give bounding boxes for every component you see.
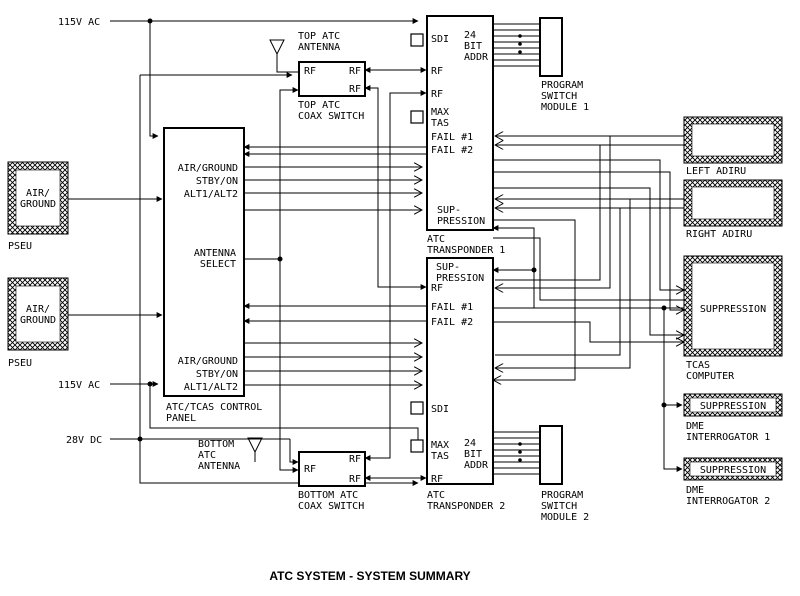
cp-alt-2: ALT1/ALT2 — [184, 382, 238, 393]
cp-air-ground-2: AIR/GROUND — [178, 356, 238, 367]
x2-rf2: RF — [431, 474, 443, 485]
bottom-switch-rf-r1: RF — [349, 454, 361, 465]
adiru-bus-lines — [493, 136, 684, 380]
top-switch-rf-r2: RF — [349, 84, 361, 95]
dme2-suppression: SUPPRESSION — [700, 465, 766, 476]
top-switch-rf-left: RF — [304, 66, 316, 77]
power-115v-ac-1: 115V AC — [58, 17, 419, 139]
pseu-top-label: AIR/GROUND — [20, 188, 56, 210]
x1-sdi: SDI — [431, 34, 449, 45]
pseu-top: AIR/GROUND PSEU — [7, 161, 163, 252]
cp-to-xpdr1-signals — [243, 144, 426, 210]
bottom-switch-rf-left: RF — [304, 464, 316, 475]
left-adiru-name: LEFT ADIRU — [686, 166, 746, 177]
top-switch-rf-r1: RF — [349, 66, 361, 77]
x1-fail2: FAIL #2 — [431, 145, 473, 156]
x2-supp: SUP-PRESSION — [436, 262, 484, 284]
antenna-select-lines — [244, 87, 299, 473]
cp-stby-on-1: STBY/ON — [196, 176, 238, 187]
x1-rf1: RF — [431, 66, 443, 77]
cp-alt-1: ALT1/ALT2 — [184, 189, 238, 200]
power-115v-ac-1-label: 115V AC — [58, 17, 100, 28]
x1-fail1: FAIL #1 — [431, 132, 473, 143]
pseu-top-name: PSEU — [8, 241, 32, 252]
power-115v-ac-2-label: 115V AC — [58, 380, 100, 391]
left-adiru: LEFT ADIRU — [683, 116, 783, 177]
suppression-bus — [492, 225, 684, 472]
pseu-bottom: AIR/GROUND PSEU — [7, 277, 163, 369]
tcas-suppression: SUPPRESSION — [700, 304, 766, 315]
x2-fail1: FAIL #1 — [431, 302, 473, 313]
cp-to-xpdr2-signals — [243, 303, 426, 385]
x2-sdi: SDI — [431, 404, 449, 415]
diagram-title: ATC SYSTEM - SYSTEM SUMMARY — [269, 569, 470, 583]
x2-rf1: RF — [431, 283, 443, 294]
right-adiru-name: RIGHT ADIRU — [686, 229, 752, 240]
pseu-bottom-name: PSEU — [8, 358, 32, 369]
power-28v-dc-label: 28V DC — [66, 435, 102, 446]
dme1-suppression: SUPPRESSION — [700, 401, 766, 412]
x1-supp: SUP-PRESSION — [437, 205, 485, 227]
bottom-switch-rf-r2: RF — [349, 474, 361, 485]
x2-fail2: FAIL #2 — [431, 317, 473, 328]
right-adiru: RIGHT ADIRU — [683, 179, 783, 240]
pseu-bottom-label: AIR/GROUND — [20, 304, 56, 326]
x1-rf2: RF — [431, 89, 443, 100]
cp-stby-on-2: STBY/ON — [196, 369, 238, 380]
cp-air-ground-1: AIR/GROUND — [178, 163, 238, 174]
